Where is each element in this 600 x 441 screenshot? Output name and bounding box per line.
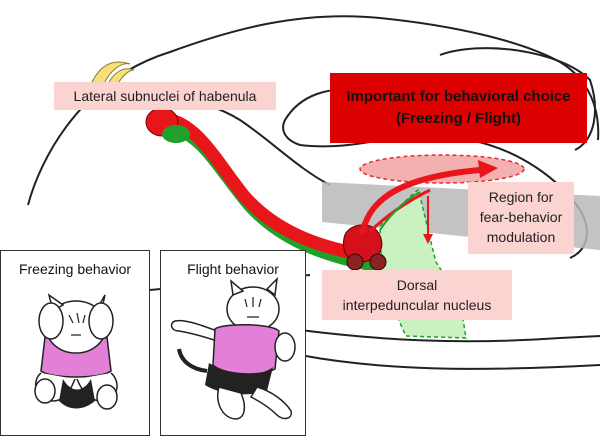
- flight-cat-stripes: [244, 297, 262, 318]
- freezing-cat-shorts: [59, 379, 95, 409]
- ipn-red-body: [343, 224, 383, 263]
- ipn-dot-right: [369, 253, 387, 271]
- flight-cat-paw-right: [274, 332, 296, 362]
- flight-cat-leg-right: [249, 386, 292, 420]
- flight-cat-ear-right: [265, 276, 279, 297]
- flight-cat-arm-left: [170, 319, 218, 343]
- habenula-green-nucleus: [162, 125, 190, 143]
- modulation-region: [359, 154, 525, 184]
- freezing-behavior-panel: Freezing behavior: [0, 250, 150, 436]
- flight-cat-ear-left: [229, 279, 245, 297]
- modulation-region-label: Region for fear-behavior modulation: [468, 182, 574, 254]
- behavioral-choice-line2: (Freezing / Flight): [396, 110, 521, 127]
- modulation-line2: fear-behavior: [479, 209, 563, 225]
- flight-cat-shirt: [212, 323, 280, 375]
- ipn-line2: interpeduncular nucleus: [342, 297, 492, 313]
- freezing-cat-paw-right: [88, 302, 114, 340]
- freezing-cat-foot-left: [34, 378, 56, 404]
- ipn-label: Dorsal interpeduncular nucleus: [322, 270, 512, 320]
- freezing-title: Freezing behavior: [18, 261, 132, 277]
- freezing-cat-foot-right: [96, 384, 118, 410]
- flight-cat-tail: [177, 348, 208, 373]
- projection-arrowhead-small: [423, 234, 433, 244]
- flight-cat-leg-left: [217, 386, 246, 420]
- freezing-cat-stripes: [68, 312, 86, 336]
- behavioral-choice-box: Important for behavioral choice (Freezin…: [330, 73, 587, 143]
- projection-arrow-red: [359, 167, 481, 235]
- freezing-cat-illustration: [34, 293, 118, 410]
- flight-behavior-panel: Flight behavior: [160, 250, 306, 436]
- flight-cat-shorts: [205, 363, 273, 395]
- freezing-cat-paw-left: [38, 302, 64, 340]
- modulation-line3: modulation: [486, 229, 556, 245]
- behavioral-choice-line1: Important for behavioral choice: [346, 88, 571, 105]
- flight-cat-illustration: [170, 276, 296, 420]
- lower-outline: [299, 354, 600, 370]
- ipn-dot-left: [346, 253, 364, 271]
- habenula-label: Lateral subnuclei of habenula: [54, 82, 276, 110]
- projection-arrowhead-red: [478, 160, 498, 178]
- modulation-line1: Region for: [488, 189, 554, 205]
- projection-arrow-green: [379, 191, 421, 231]
- flight-title: Flight behavior: [187, 261, 279, 277]
- ipn-line1: Dorsal: [396, 277, 438, 293]
- red-pathway: [151, 111, 367, 261]
